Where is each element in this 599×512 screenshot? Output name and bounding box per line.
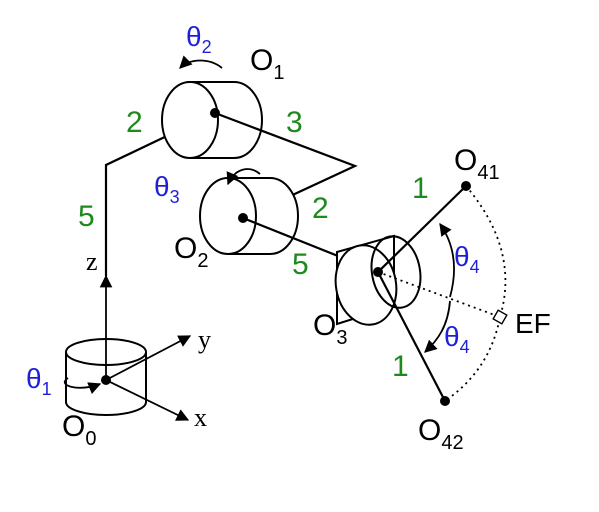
length-5-vertical: 5 <box>78 200 95 233</box>
label-theta3: θ3 <box>154 171 180 207</box>
label-o3: O3 <box>313 309 347 349</box>
label-x: x <box>194 403 207 432</box>
theta4-upper-arrow <box>439 222 455 298</box>
label-o41: O41 <box>454 144 500 184</box>
o0-joint-dot <box>101 375 111 385</box>
finger-lower <box>377 271 446 402</box>
length-1-lower: 1 <box>392 350 409 383</box>
length-5-mid: 5 <box>292 248 309 281</box>
theta2-rotation-arrow <box>179 55 223 69</box>
label-theta2: θ2 <box>186 21 212 57</box>
label-o2: O2 <box>174 232 208 272</box>
label-o1: O1 <box>250 44 284 84</box>
label-z: z <box>86 247 98 276</box>
cylinder-o1 <box>161 81 263 159</box>
label-o0: O0 <box>62 410 96 450</box>
theta1-rotation-arrow <box>64 377 102 395</box>
label-theta4-upper: θ4 <box>454 241 480 277</box>
theta4-lower-arrow <box>424 300 451 353</box>
y-axis <box>105 335 192 381</box>
cylinder-o2 <box>199 177 299 255</box>
ef-dotted-line <box>377 271 501 318</box>
cylinder-o3 <box>334 234 422 326</box>
label-theta1: θ1 <box>26 363 52 399</box>
length-1-upper: 1 <box>412 172 429 205</box>
label-theta4-lower: θ4 <box>444 321 470 357</box>
label-ef: EF <box>515 308 551 339</box>
label-y: y <box>198 325 211 354</box>
theta3-rotation-arrow <box>226 168 261 186</box>
length-2-top: 2 <box>126 106 143 139</box>
ef-marker <box>492 309 508 325</box>
length-3-top: 3 <box>286 106 303 139</box>
ef-dotted-arc <box>444 185 507 402</box>
o42-dot <box>440 396 450 406</box>
x-axis <box>105 379 190 421</box>
length-2-mid: 2 <box>312 192 329 225</box>
finger-upper <box>377 185 467 273</box>
label-o42: O42 <box>418 414 464 454</box>
